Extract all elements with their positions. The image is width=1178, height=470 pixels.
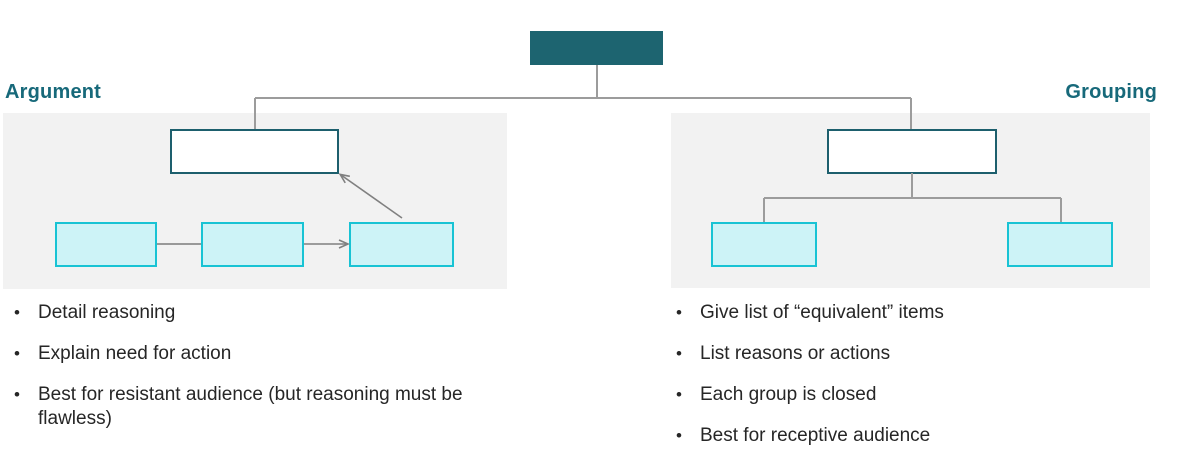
- bullet-text: Best for resistant audience (but reasoni…: [38, 384, 463, 429]
- bullet-text: Explain need for action: [38, 343, 232, 364]
- bullet-icon: •: [676, 344, 682, 363]
- argument-heading: Argument: [5, 81, 102, 103]
- grouping-item2-box: [1007, 222, 1113, 267]
- list-item: • List reasons or actions: [676, 342, 1150, 366]
- list-item: • Best for resistant audience (but reaso…: [14, 383, 488, 431]
- argument-bullet-list: • Detail reasoning • Explain need for ac…: [14, 301, 488, 448]
- argument-step1-box: [55, 222, 157, 267]
- bullet-text: Each group is closed: [700, 384, 877, 405]
- argument-parent-node-box: [170, 129, 339, 174]
- argument-step2-box: [201, 222, 304, 267]
- list-item: • Each group is closed: [676, 383, 1150, 407]
- bullet-text: List reasons or actions: [700, 343, 891, 364]
- bullet-text: Give list of “equivalent” items: [700, 302, 944, 323]
- list-item: • Give list of “equivalent” items: [676, 301, 1150, 325]
- grouping-item1-box: [711, 222, 817, 267]
- bullet-icon: •: [14, 303, 20, 322]
- grouping-parent-node-box: [827, 129, 997, 174]
- bullet-icon: •: [14, 385, 20, 404]
- root-node-box: [530, 31, 663, 65]
- bullet-icon: •: [676, 385, 682, 404]
- grouping-heading: Grouping: [1065, 81, 1157, 103]
- step3-to-parent-arrow: [338, 173, 403, 219]
- bullet-text: Detail reasoning: [38, 302, 176, 323]
- hierarchy-diagram: [3, 31, 1150, 289]
- bullet-text: Best for receptive audience: [700, 425, 931, 446]
- list-item: • Explain need for action: [14, 342, 488, 366]
- list-item: • Detail reasoning: [14, 301, 488, 325]
- bullet-icon: •: [676, 426, 682, 445]
- bullet-icon: •: [676, 303, 682, 322]
- argument-step3-box: [349, 222, 454, 267]
- grouping-bullet-list: • Give list of “equivalent” items • List…: [676, 301, 1150, 465]
- bullet-icon: •: [14, 344, 20, 363]
- list-item: • Best for receptive audience: [676, 424, 1150, 448]
